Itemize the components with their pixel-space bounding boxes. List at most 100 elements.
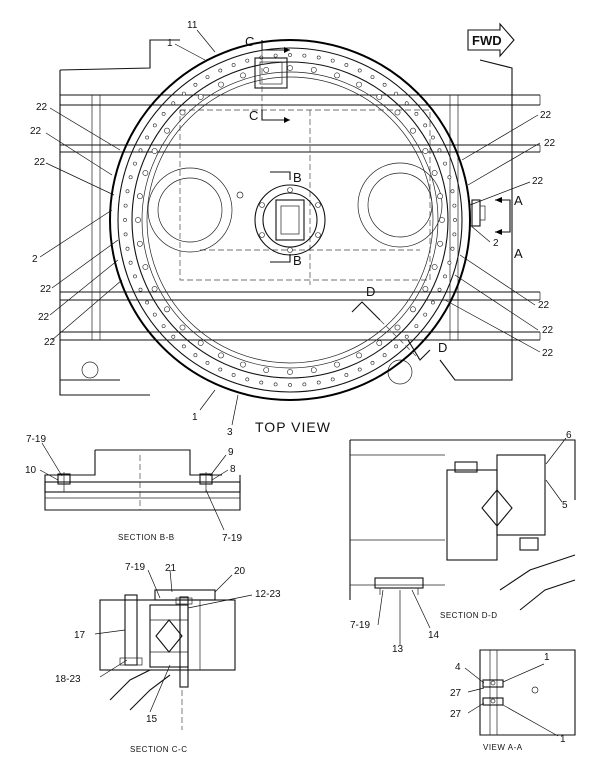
cut-d-top: D: [366, 284, 375, 299]
cut-c-top: C: [245, 34, 254, 49]
callout-11: 11: [187, 20, 198, 31]
dd-callout-7-19: 7-19: [350, 620, 370, 631]
aa-callout-4: 4: [455, 662, 461, 673]
bolt-hole: [423, 123, 428, 128]
center-swivel: [254, 184, 326, 256]
bolt-hole: [133, 274, 137, 279]
bolt-hole: [394, 324, 401, 331]
bolt-hole: [193, 353, 198, 358]
section-cc: 7-19 21 20 12-23 17 18-23 15 SECTION C-C: [55, 562, 281, 754]
bolt-hole: [197, 340, 204, 346]
cut-line-b: B B: [270, 170, 302, 268]
bolt-hole: [245, 58, 250, 63]
bolt-hole: [443, 161, 447, 166]
section-dd: 6 5 7-19 13 14 SECTION D-D: [349, 430, 576, 655]
bolt-hole: [231, 373, 236, 377]
dd-outer-race: [496, 454, 546, 536]
bolt-hole: [179, 324, 186, 331]
callout-22-left-5: 22: [38, 312, 50, 323]
bolt-hole: [218, 81, 224, 88]
cut-a-bottom: A: [514, 246, 523, 261]
callout-3: 3: [227, 427, 233, 438]
bolt-hole: [218, 68, 223, 73]
bolt-hole: [414, 112, 419, 116]
bolt-hole: [231, 63, 236, 67]
bolt-hole: [410, 127, 416, 134]
bolt-hole: [437, 240, 443, 247]
callout-22-right-1: 22: [540, 110, 552, 121]
cc-callout-18-23: 18-23: [55, 674, 81, 685]
c-bracket: [254, 57, 288, 89]
aa-leaders: [464, 663, 559, 737]
bolt-hole: [123, 218, 127, 222]
bolt-hole: [382, 82, 387, 87]
bolt-hole: [310, 367, 317, 373]
bb-leaders: [39, 442, 229, 531]
bolt-hole: [450, 189, 455, 194]
bb-callout-9: 9: [228, 447, 234, 458]
bolt-hole: [171, 334, 176, 339]
bolt-hole: [273, 382, 278, 387]
callout-22-left-3: 22: [34, 157, 46, 168]
bolt-hole: [142, 170, 149, 176]
bolt-hole: [357, 367, 362, 372]
bolt-hole: [142, 264, 149, 270]
bolt-hole: [344, 373, 349, 377]
bolt-hole: [128, 175, 133, 180]
bolt-hole: [370, 75, 375, 80]
bolt-hole: [302, 382, 307, 387]
bolt-hole: [152, 312, 157, 317]
bolt-hole: [179, 109, 186, 116]
cut-line-c: C C: [245, 34, 290, 123]
bolt-hole: [136, 240, 143, 247]
bolt-hole: [422, 148, 429, 154]
bolt-hole: [334, 361, 340, 368]
bolt-hole: [240, 361, 246, 368]
callout-1-bottom: 1: [192, 412, 198, 423]
bolt-hole: [357, 68, 362, 73]
bolt-hole: [431, 264, 438, 270]
bolt-hole: [431, 170, 438, 176]
bolt-hole: [316, 380, 321, 385]
bolt-hole: [443, 274, 447, 279]
dd-callout-14: 14: [428, 630, 440, 641]
bolt-hole: [259, 380, 264, 385]
callout-2-right: 2: [493, 238, 499, 249]
dd-inner-race: [446, 469, 498, 561]
bolt-hole: [394, 91, 399, 96]
hidden-structure: [81, 109, 443, 385]
cut-b-bottom: B: [293, 253, 302, 268]
bolt-hole: [437, 193, 443, 200]
bolt-hole: [452, 232, 457, 237]
bolt-hole: [288, 53, 292, 57]
bolt-hole: [145, 300, 150, 305]
top-view-title: TOP VIEW: [255, 419, 331, 435]
bolt-hole: [145, 135, 150, 140]
cut-d-bottom: D: [438, 340, 447, 355]
bolt-hole: [430, 300, 435, 305]
bolt-hole: [423, 312, 428, 317]
bolt-hole: [287, 65, 293, 71]
callout-1-top: 1: [167, 38, 173, 49]
bolt-hole: [334, 72, 340, 79]
bolt-hole: [245, 377, 250, 382]
bolt-hole: [288, 383, 292, 387]
bolt-hole: [302, 53, 307, 58]
bolt-hole: [181, 344, 186, 349]
bolt-hole: [161, 112, 166, 116]
bolt-hole: [430, 135, 435, 140]
bolt-hole: [205, 360, 210, 365]
bolt-hole: [123, 232, 128, 237]
bolt-hole: [382, 353, 387, 358]
bolt-hole: [370, 360, 375, 365]
callout-22-right-3: 22: [532, 176, 544, 187]
aa-callout-1-top: 1: [544, 652, 550, 663]
cc-callout-20: 20: [234, 566, 246, 577]
callout-22-right-5: 22: [542, 325, 554, 336]
callout-22-left-6: 22: [44, 337, 56, 348]
cc-leaders: [94, 569, 253, 713]
bb-callout-8: 8: [230, 464, 236, 475]
bolt-hole: [138, 148, 143, 153]
aa-callout-1-bottom: 1: [560, 734, 566, 745]
bolt-hole: [161, 324, 166, 329]
